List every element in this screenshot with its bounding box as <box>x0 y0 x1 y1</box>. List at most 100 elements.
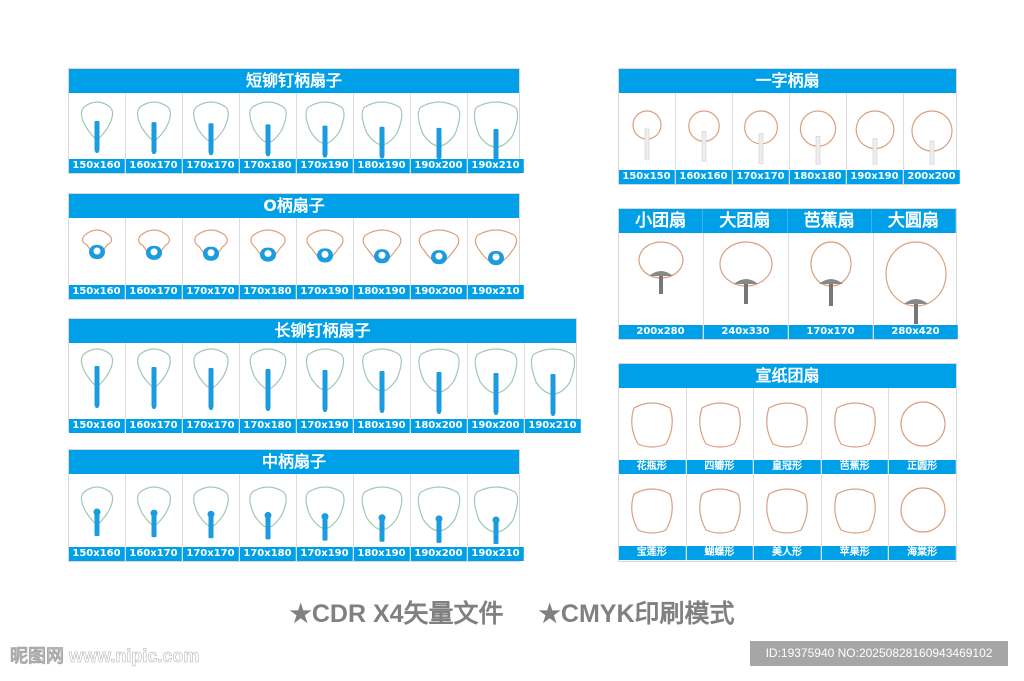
fan-item: 苹果形 <box>821 474 890 560</box>
item-row: 宝莲形蝴蝶形美人形苹果形海棠形 <box>619 474 956 560</box>
fan-item: 150x160 <box>69 474 126 561</box>
fan-item: 正圆形 <box>889 388 956 474</box>
fan-item: 170x190 <box>297 93 354 173</box>
fan-1-icon <box>137 485 171 537</box>
item-label: 正圆形 <box>889 460 956 474</box>
fan-2-icon <box>810 241 852 306</box>
fan-4-icon <box>855 109 895 165</box>
fan-item: 170x180 <box>240 474 297 561</box>
fan-item: 海棠形 <box>889 474 956 560</box>
fan-3-icon <box>250 228 286 262</box>
fan-6-icon <box>699 488 741 534</box>
fan-2-icon <box>193 348 229 410</box>
item-label: 皇冠形 <box>754 460 821 474</box>
fan-item: 170x170 <box>183 474 240 561</box>
item-label: 190x200 <box>411 159 467 173</box>
fan-item: 170x170 <box>183 343 240 433</box>
section-title: 短铆钉柄扇子 <box>69 69 519 93</box>
fan-item: 180x190 <box>354 93 411 173</box>
item-label: 160x170 <box>126 159 182 173</box>
item-label: 160x170 <box>126 285 182 299</box>
fan-item: 四瓣形 <box>686 388 755 474</box>
fan-3-icon <box>834 402 876 448</box>
item-label: 170x170 <box>183 159 239 173</box>
fan-item: 160x160 <box>676 93 733 184</box>
fan-item: 170x170 <box>183 93 240 173</box>
fan-8-icon <box>530 348 576 416</box>
fan-2-icon <box>766 402 809 448</box>
item-label: 150x160 <box>69 285 125 299</box>
fan-item: 皇冠形 <box>754 388 822 474</box>
fan-0-icon <box>81 228 113 259</box>
fan-item: 花瓶形 <box>619 388 687 474</box>
fan-0-icon <box>632 109 662 159</box>
item-label: 170x170 <box>183 285 239 299</box>
fan-2-icon <box>193 101 229 156</box>
fan-item: 190x200 <box>411 474 468 561</box>
item-label: 180x190 <box>354 419 410 433</box>
fan-6-icon <box>417 485 461 543</box>
fan-item: 190x200 <box>468 343 525 433</box>
item-label: 190x210 <box>525 419 581 433</box>
item-label: 海棠形 <box>889 546 956 560</box>
fan-6-icon <box>417 101 461 159</box>
fan-1-icon <box>699 402 741 448</box>
item-label: 170x190 <box>297 285 353 299</box>
item-label: 190x200 <box>411 547 467 561</box>
fan-6-icon <box>418 228 460 264</box>
fan-item: 200x200 <box>904 93 960 184</box>
item-label: 180x190 <box>354 159 410 173</box>
fan-3-icon <box>249 348 287 411</box>
item-label: 160x170 <box>126 419 182 433</box>
feature-line: ★CDR X4矢量文件 ★CMYK印刷模式 <box>0 594 1024 630</box>
item-label: 280x420 <box>874 325 958 339</box>
item-label: 180x180 <box>790 170 846 184</box>
item-label: 170x190 <box>297 419 353 433</box>
fan-3-icon <box>799 109 837 165</box>
fan-8-icon <box>834 488 876 534</box>
item-label: 170x190 <box>297 159 353 173</box>
fan-2-icon <box>193 485 229 538</box>
fan-2-icon <box>744 109 778 164</box>
column-title: 小团扇 <box>619 209 704 233</box>
fan-7-icon <box>766 488 809 534</box>
fan-item: 150x160 <box>69 93 126 173</box>
item-label: 150x160 <box>69 419 125 433</box>
item-label: 170x180 <box>240 159 296 173</box>
item-label: 蝴蝶形 <box>686 546 754 560</box>
section-xuan-paper: 宣纸团扇花瓶形四瓣形皇冠形芭蕉形正圆形宝莲形蝴蝶形美人形苹果形海棠形 <box>618 363 957 562</box>
fan-item: 160x170 <box>126 343 183 433</box>
item-label: 160x170 <box>126 547 182 561</box>
column-title: 大团扇 <box>703 209 788 233</box>
item-label: 170x170 <box>183 547 239 561</box>
fan-6-icon <box>418 348 460 414</box>
item-label: 170x170 <box>733 170 789 184</box>
item-label: 200x280 <box>619 325 703 339</box>
column-title: 芭蕉扇 <box>788 209 872 233</box>
item-label: 美人形 <box>754 546 821 560</box>
item-label: 180x200 <box>411 419 467 433</box>
fan-item: 180x200 <box>411 343 468 433</box>
item-label: 190x190 <box>847 170 903 184</box>
fan-item: 180x180 <box>790 93 847 184</box>
item-label: 宝莲形 <box>619 546 686 560</box>
fan-5-icon <box>362 228 402 263</box>
item-label: 180x190 <box>354 285 410 299</box>
fan-item: 170x170 <box>789 233 874 339</box>
fan-3-icon <box>249 101 287 157</box>
fan-item: 180x190 <box>354 343 411 433</box>
item-label: 240x330 <box>704 325 788 339</box>
item-label: 190x210 <box>468 547 524 561</box>
fan-0-icon <box>80 485 114 536</box>
fan-item: 190x210 <box>468 474 524 561</box>
fan-5-icon <box>911 109 953 165</box>
fan-item: 170x190 <box>297 343 354 433</box>
section-header: 小团扇大团扇芭蕉扇大圆扇 <box>619 209 956 233</box>
item-label: 160x160 <box>676 170 732 184</box>
fan-2-icon <box>194 228 228 261</box>
